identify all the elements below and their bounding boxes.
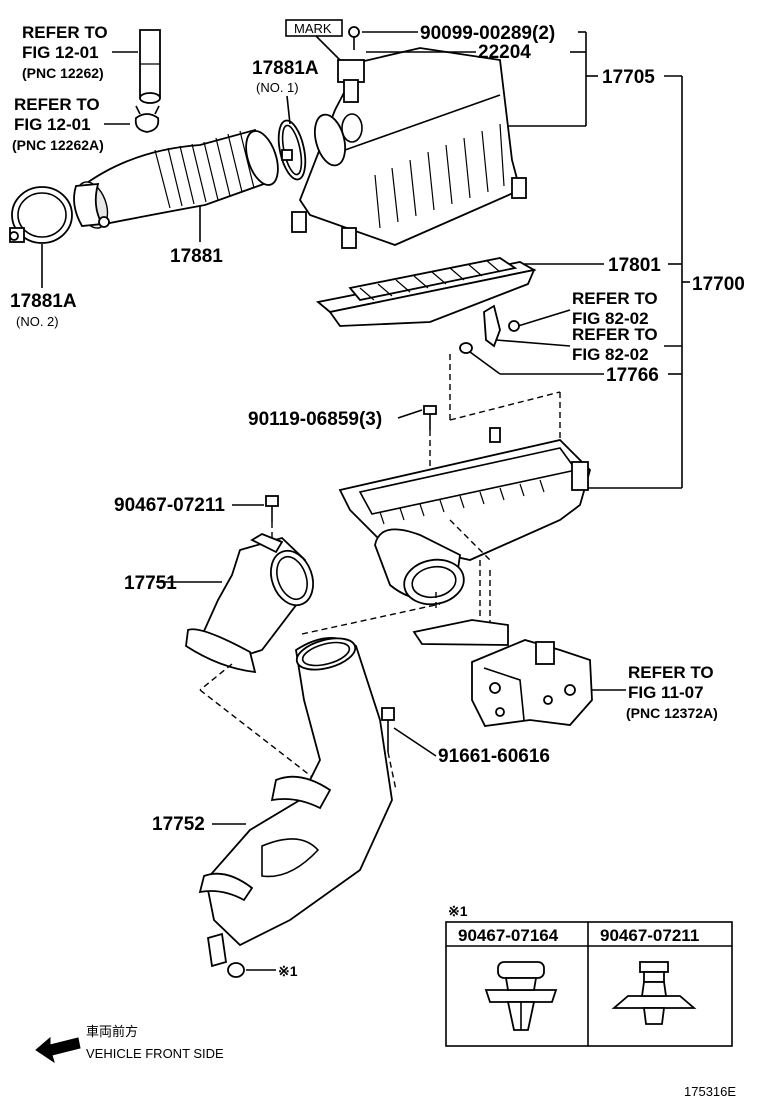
ref-mid-line2: FIG 12-01 (14, 115, 91, 134)
label-17881: 17881 (170, 246, 223, 267)
bolt-90119 (423, 405, 437, 430)
label-17881a-no2-sub: (NO. 2) (16, 314, 59, 329)
ref-82-b-line2: FIG 82-02 (572, 345, 649, 364)
label-90119: 90119-06859(3) (248, 409, 382, 430)
label-17700: 17700 (692, 274, 745, 295)
ref-11-line2: FIG 11-07 (628, 683, 704, 702)
ref-mid-line3: (PNC 12262A) (12, 137, 104, 153)
ref-82-b-line1: REFER TO (572, 325, 658, 344)
label-90467: 90467-07211 (114, 495, 225, 516)
clip-07211-icon (611, 961, 697, 1025)
table-title: ※1 (448, 903, 468, 919)
label-17881a-no1-sub: (NO. 1) (256, 80, 299, 95)
mark-box (285, 19, 343, 37)
label-note-ref: ※1 (278, 963, 298, 979)
ref-82-a-line2: FIG 82-02 (572, 309, 649, 328)
ref-11-line1: REFER TO (628, 663, 714, 682)
ref-fig-12-01-top: REFER TO FIG 12-01 (PNC 12262) (22, 23, 138, 81)
front-side-en: VEHICLE FRONT SIDE (86, 1046, 224, 1061)
table-header-col1: 90467-07164 (458, 926, 559, 945)
screw-90099 (348, 26, 360, 50)
label-90099: 90099-00289(2) (420, 23, 555, 44)
label-91661: 91661-60616 (438, 746, 550, 767)
ref-mid-line1: REFER TO (14, 95, 100, 114)
hose-clamp-17881a-no2 (9, 186, 73, 244)
clip-07164-icon (484, 961, 558, 1031)
wing-clip (134, 105, 160, 133)
ref-fig-12-01-mid: REFER TO FIG 12-01 (PNC 12262A) (12, 95, 130, 153)
label-17881a-no2: 17881A (10, 291, 77, 312)
air-cleaner-case (338, 427, 592, 606)
bolt-91661 (381, 707, 395, 752)
label-17881a-no1: 17881A (252, 58, 319, 79)
label-17766: 17766 (606, 365, 659, 386)
engine-mount-bracket (412, 619, 593, 727)
vehicle-front-arrow-icon (35, 1036, 81, 1064)
intake-hose-stub (139, 29, 161, 104)
air-hose-17881 (73, 128, 279, 229)
table-header-col2: 90467-07211 (600, 926, 699, 945)
hose-clamp-17881a-no1 (277, 119, 307, 181)
figure-id: 175316E (684, 1084, 736, 1099)
ref-top-line3: (PNC 12262) (22, 65, 104, 81)
resonator-17751 (185, 532, 314, 674)
mount-bracket-small (483, 304, 520, 348)
clip-90467-07211 (265, 495, 279, 522)
air-filter-element (315, 257, 537, 327)
ref-top-line1: REFER TO (22, 23, 108, 42)
label-17752: 17752 (152, 814, 205, 835)
label-17705: 17705 (602, 67, 655, 88)
ref-top-line2: FIG 12-01 (22, 43, 99, 62)
label-17801: 17801 (608, 255, 661, 276)
grommet-17766 (459, 342, 473, 354)
mass-air-flow-sensor (337, 59, 365, 103)
label-mark: MARK (294, 21, 332, 36)
intake-duct-17752 (198, 637, 393, 978)
vehicle-front-indicator: 車両前方 VEHICLE FRONT SIDE (35, 1024, 224, 1064)
front-side-jp: 車両前方 (86, 1024, 138, 1039)
ref-82-a-line1: REFER TO (572, 289, 658, 308)
ref-11-line3: (PNC 12372A) (626, 705, 718, 721)
label-17751: 17751 (124, 573, 177, 594)
fastener-table: ※1 90467-07164 90467-07211 (445, 903, 733, 1047)
label-22204: 22204 (478, 42, 531, 63)
air-cleaner-cap (291, 47, 527, 249)
